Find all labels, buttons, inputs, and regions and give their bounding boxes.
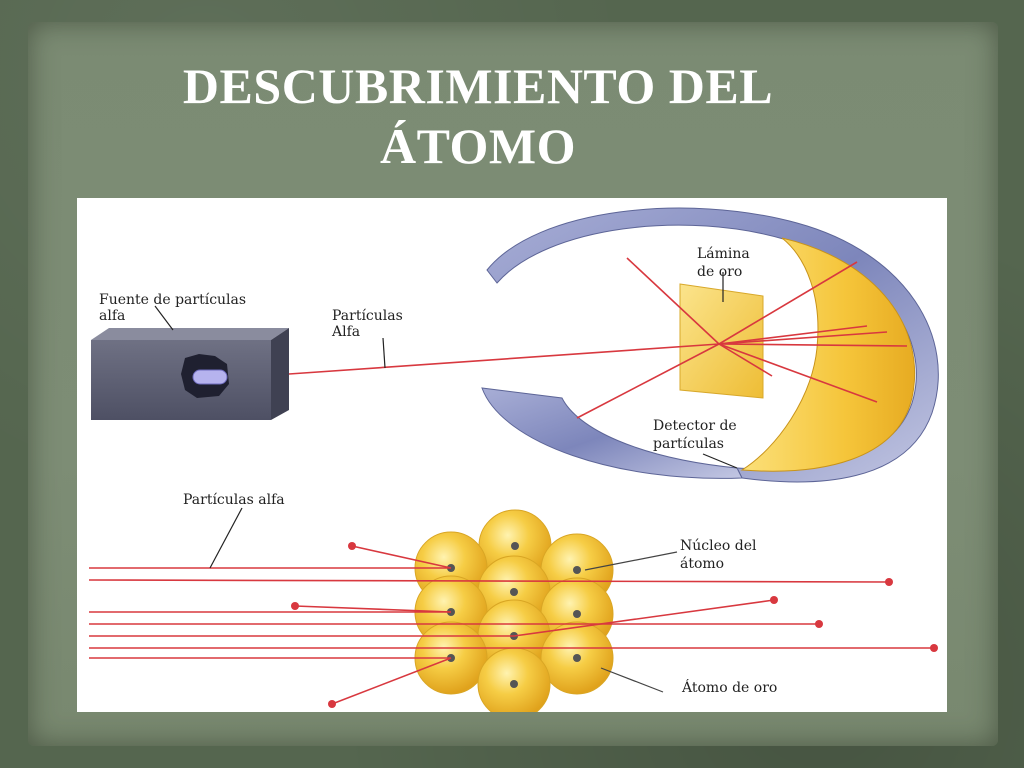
foil-label-2: de oro: [697, 264, 742, 280]
source-label-2: alfa: [99, 308, 125, 324]
ray-endpoint: [930, 644, 938, 652]
rutherford-diagram: Fuente de partículas alfa Partículas Alf…: [77, 198, 947, 712]
alpha-source-box: [91, 328, 289, 420]
title-line-1: DESCUBRIMIENTO DEL: [182, 58, 774, 114]
diagram-svg: Fuente de partículas alfa Partículas Alf…: [88, 207, 939, 712]
top-alpha-rays: [288, 257, 908, 419]
alpha-label-2: Alfa: [331, 324, 360, 340]
gold-atom-label: Átomo de oro: [681, 678, 777, 696]
gold-atom: [477, 647, 551, 712]
ray-endpoint: [770, 596, 778, 604]
ray-endpoint: [885, 578, 893, 586]
nucleus-label-2: átomo: [680, 556, 724, 572]
foil-label-1: Lámina: [697, 246, 750, 262]
ray-endpoint: [815, 620, 823, 628]
ray-endpoint: [291, 602, 299, 610]
ray-endpoint: [328, 700, 336, 708]
title-line-2: ÁTOMO: [379, 118, 577, 174]
bottom-labels: Partículas alfa Núcleo del átomo Átomo d…: [183, 492, 777, 696]
top-labels: Fuente de partículas alfa Partículas Alf…: [99, 246, 750, 469]
detector-ring: [481, 207, 939, 483]
detector-label-2: partículas: [653, 436, 724, 452]
bottom-alpha-label: Partículas alfa: [183, 492, 285, 508]
ray-endpoints: [291, 542, 938, 708]
source-label-1: Fuente de partículas: [99, 292, 246, 308]
ray-endpoint: [348, 542, 356, 550]
alpha-label-1: Partículas: [332, 308, 403, 324]
gold-foil: [679, 283, 764, 399]
detector-label-1: Detector de: [653, 418, 737, 434]
nucleus-label-1: Núcleo del: [680, 538, 757, 554]
slide-title: DESCUBRIMIENTO DEL ÁTOMO: [0, 56, 956, 176]
gold-atom: [540, 621, 614, 695]
bottom-alpha-rays: [88, 545, 934, 705]
